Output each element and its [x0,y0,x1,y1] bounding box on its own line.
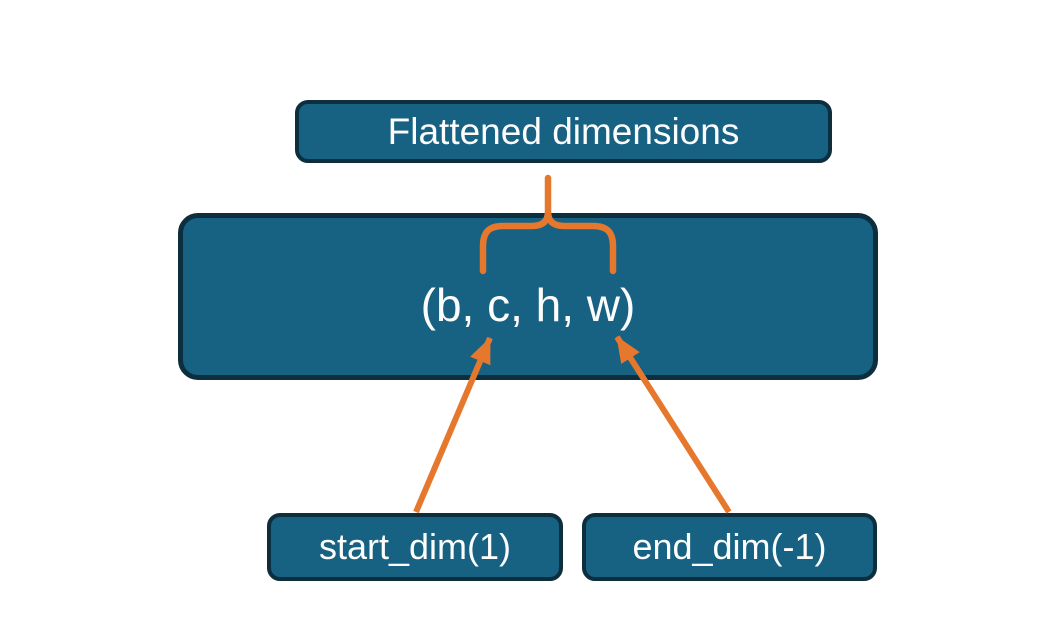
tensor-shape-label: (b, c, h, w) [420,278,636,331]
tensor-shape-box: (b, c, h, w) [178,213,878,380]
start-dim-label: start_dim(1) [318,526,512,567]
flattened-dimensions-label: Flattened dimensions [387,111,740,152]
flattened-dimensions-box: Flattened dimensions [295,100,832,163]
start-dim-box: start_dim(1) [267,513,563,581]
end-dim-box: end_dim(-1) [582,513,877,581]
end-dim-label: end_dim(-1) [632,526,827,567]
